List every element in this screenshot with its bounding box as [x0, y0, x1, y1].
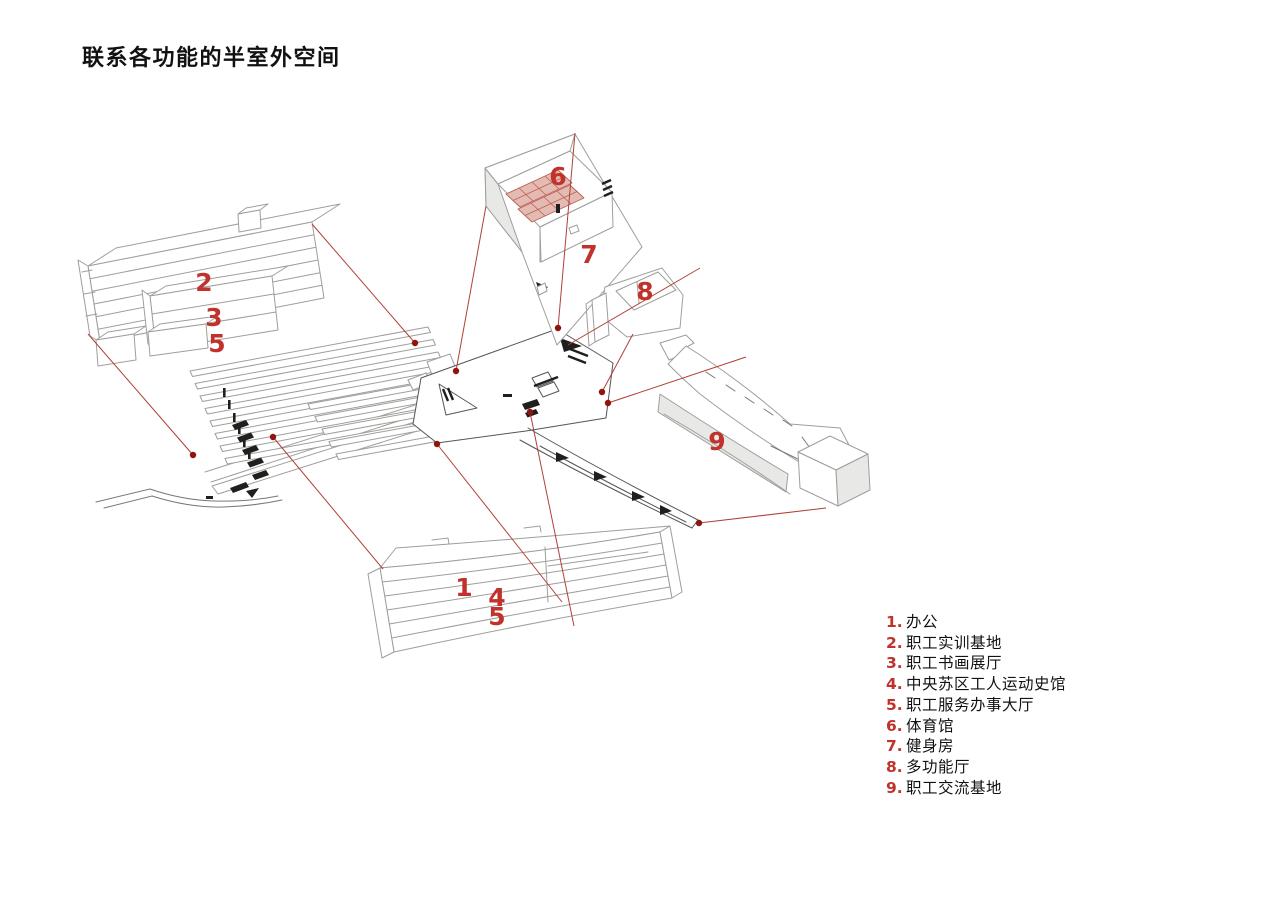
building-number-4: 4 — [488, 583, 505, 612]
legend-item-number: 3. — [886, 654, 903, 673]
building-number-3: 3 — [205, 303, 222, 332]
legend-item-1: 1.办公 — [886, 612, 1066, 633]
building-number-2: 2 — [195, 268, 212, 297]
leader-dot — [554, 324, 562, 332]
legend-item-5: 5.职工服务办事大厅 — [886, 695, 1066, 716]
leader-dot — [452, 367, 460, 375]
legend-item-number: 8. — [886, 757, 903, 776]
legend-item-number: 1. — [886, 613, 903, 631]
leader-dot — [189, 451, 197, 459]
legend-item-6: 6.体育馆 — [886, 716, 1066, 737]
central-plaza — [412, 328, 699, 529]
leader-line — [87, 333, 194, 456]
building-number-8: 8 — [636, 277, 653, 306]
building-number-7: 7 — [580, 240, 597, 269]
leader-line — [455, 205, 487, 372]
legend-item-4: 4.中央苏区工人运动史馆 — [886, 674, 1066, 695]
legend-item-label: 办公 — [906, 613, 939, 631]
building-number-1: 1 — [455, 573, 472, 602]
legend-item-label: 体育馆 — [906, 716, 955, 735]
legend-item-label: 职工实训基地 — [906, 633, 1003, 652]
building-number-5: 5 — [208, 329, 225, 358]
leader-line — [601, 333, 634, 393]
leader-dots — [189, 324, 703, 527]
legend-item-label: 多功能厅 — [906, 757, 971, 776]
gym-building-6-7 — [484, 133, 643, 346]
leader-dot — [598, 388, 606, 396]
leader-dot — [526, 408, 534, 416]
leader-lines — [87, 132, 827, 627]
legend-item-label: 健身房 — [906, 737, 955, 756]
building-9 — [657, 334, 871, 507]
legend-item-number: 9. — [886, 778, 903, 797]
legend-item-number: 4. — [886, 675, 903, 694]
leader-dot — [433, 440, 441, 448]
leader-line — [272, 436, 384, 570]
leader-line — [311, 223, 416, 344]
page-title: 联系各功能的半室外空间 — [82, 46, 341, 71]
legend-item-7: 7.健身房 — [886, 736, 1066, 757]
legend-item-8: 8.多功能厅 — [886, 757, 1066, 778]
legend-item-number: 5. — [886, 695, 903, 714]
leader-line — [529, 411, 575, 627]
leader-dot — [269, 433, 277, 441]
legend-item-label: 职工交流基地 — [906, 778, 1003, 797]
building-number-9: 9 — [708, 427, 725, 456]
leader-line — [607, 356, 747, 404]
legend-item-number: 6. — [886, 716, 903, 735]
legend-item-2: 2.职工实训基地 — [886, 633, 1066, 654]
building-number-6: 6 — [549, 162, 566, 191]
legend-item-label: 职工书画展厅 — [906, 654, 1003, 673]
legend-item-3: 3.职工书画展厅 — [886, 653, 1066, 674]
leader-dot — [695, 519, 703, 527]
leader-dot — [411, 339, 419, 347]
leader-dot — [604, 399, 612, 407]
building-2-3-5 — [77, 203, 341, 367]
legend-item-label: 职工服务办事大厅 — [906, 695, 1035, 714]
leader-line — [698, 507, 827, 524]
leader-line — [567, 267, 701, 346]
legend-item-number: 2. — [886, 633, 903, 652]
building-1-4-5 — [367, 525, 683, 659]
legend-item-number: 7. — [886, 737, 903, 756]
legend-item-label: 中央苏区工人运动史馆 — [906, 675, 1067, 694]
building-number-5: 5 — [488, 602, 505, 631]
leader-line — [557, 132, 576, 329]
leader-line — [436, 443, 563, 603]
legend-item-9: 9.职工交流基地 — [886, 778, 1066, 799]
